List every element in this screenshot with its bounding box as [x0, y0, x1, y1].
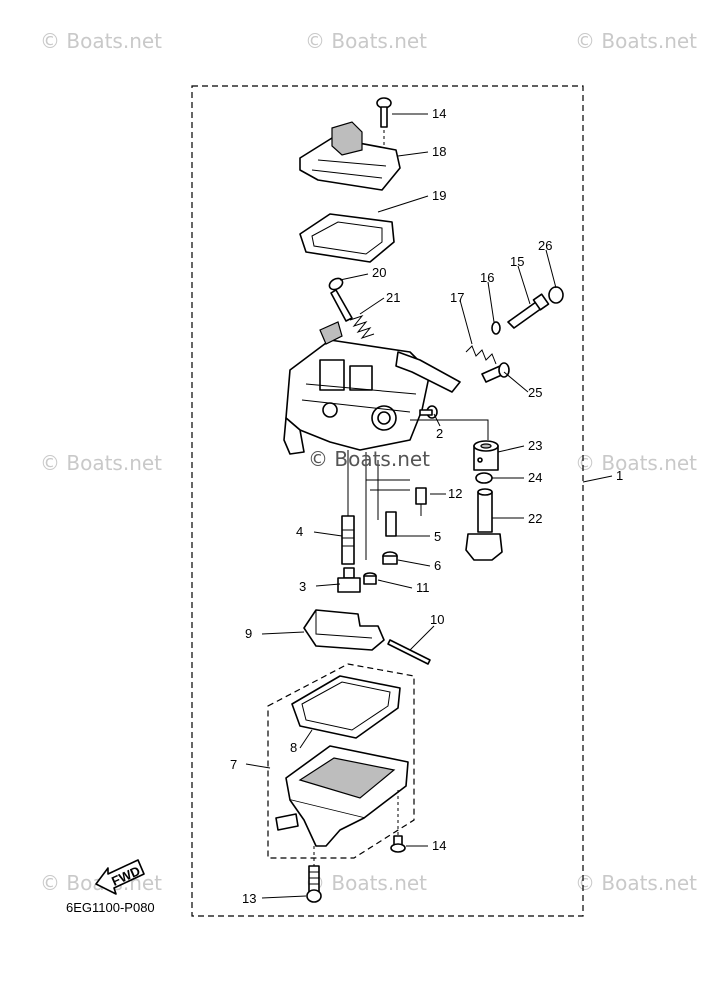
diagram-code: 6EG1100-P080: [66, 900, 155, 915]
part-6-jet-holder: [382, 551, 398, 565]
callout-11: 11: [416, 580, 430, 595]
part-17-spring: [465, 345, 497, 365]
callout-1: 1: [616, 468, 623, 483]
watermark-5: © Boats.net: [575, 451, 697, 475]
part-20-screw: [328, 277, 353, 322]
part-12-needle-valve: [415, 487, 427, 516]
part-21-spring: [349, 314, 375, 340]
center-watermark: © Boats.net: [308, 447, 430, 471]
part-18-cover: [299, 121, 401, 191]
callout-10: 10: [430, 612, 444, 627]
callout-26: 26: [538, 238, 552, 253]
watermark-2: © Boats.net: [305, 29, 427, 53]
callout-21: 21: [386, 290, 400, 305]
callout-24: 24: [528, 470, 542, 485]
callout-18: 18: [432, 144, 446, 159]
callout-25: 25: [528, 385, 542, 400]
callout-14-bottom: 14: [432, 838, 446, 853]
part-22-starter-plunger: [465, 488, 503, 561]
callout-16: 16: [480, 270, 494, 285]
part-15-pilot-screw: [507, 293, 550, 329]
part-3-main-jet: [337, 567, 361, 593]
callout-2: 2: [436, 426, 443, 441]
part-4-main-nozzle: [341, 515, 355, 565]
part-23-sleeve: [473, 440, 499, 471]
callout-3: 3: [299, 579, 306, 594]
part-14-screw-bottom: [390, 790, 406, 853]
part-10-float-pin: [387, 639, 431, 665]
callout-14-top: 14: [432, 106, 446, 121]
part-5-pilot-jet: [385, 511, 397, 537]
callout-22: 22: [528, 511, 542, 526]
callout-4: 4: [296, 524, 303, 539]
part-11-plug: [363, 572, 377, 585]
callout-9: 9: [245, 626, 252, 641]
bowl-group-border: [267, 663, 415, 859]
callout-leaders: [245, 113, 613, 899]
watermark-4: © Boats.net: [40, 451, 162, 475]
part-14-screw-top: [376, 97, 392, 148]
callout-6: 6: [434, 558, 441, 573]
watermark-7: © Boats.net: [305, 871, 427, 895]
part-19-gasket: [299, 213, 395, 263]
part-9-float: [303, 609, 385, 651]
callout-13: 13: [242, 891, 256, 906]
carburetor-body: [283, 321, 461, 455]
watermark-8: © Boats.net: [575, 871, 697, 895]
callout-20: 20: [372, 265, 386, 280]
part-13-drain-screw: [306, 846, 322, 903]
callout-15: 15: [510, 254, 524, 269]
callout-19: 19: [432, 188, 446, 203]
callout-12: 12: [448, 486, 462, 501]
callout-8: 8: [290, 740, 297, 755]
callout-labels: 1 2 3 4 5 6 7 8 9 10 11 12 13 14 14 15 1…: [230, 106, 623, 906]
callout-17: 17: [450, 290, 464, 305]
watermark-3: © Boats.net: [575, 29, 697, 53]
callout-5: 5: [434, 529, 441, 544]
part-26-cap: [548, 286, 564, 304]
part-16-o-ring: [491, 321, 501, 335]
part-7-float-bowl: [275, 745, 409, 847]
assembly-border: [191, 85, 584, 917]
watermark-1: © Boats.net: [40, 29, 162, 53]
callout-7: 7: [230, 757, 237, 772]
callout-23: 23: [528, 438, 542, 453]
part-24-o-ring: [475, 472, 493, 484]
watermarks: © Boats.net © Boats.net © Boats.net © Bo…: [40, 29, 697, 895]
